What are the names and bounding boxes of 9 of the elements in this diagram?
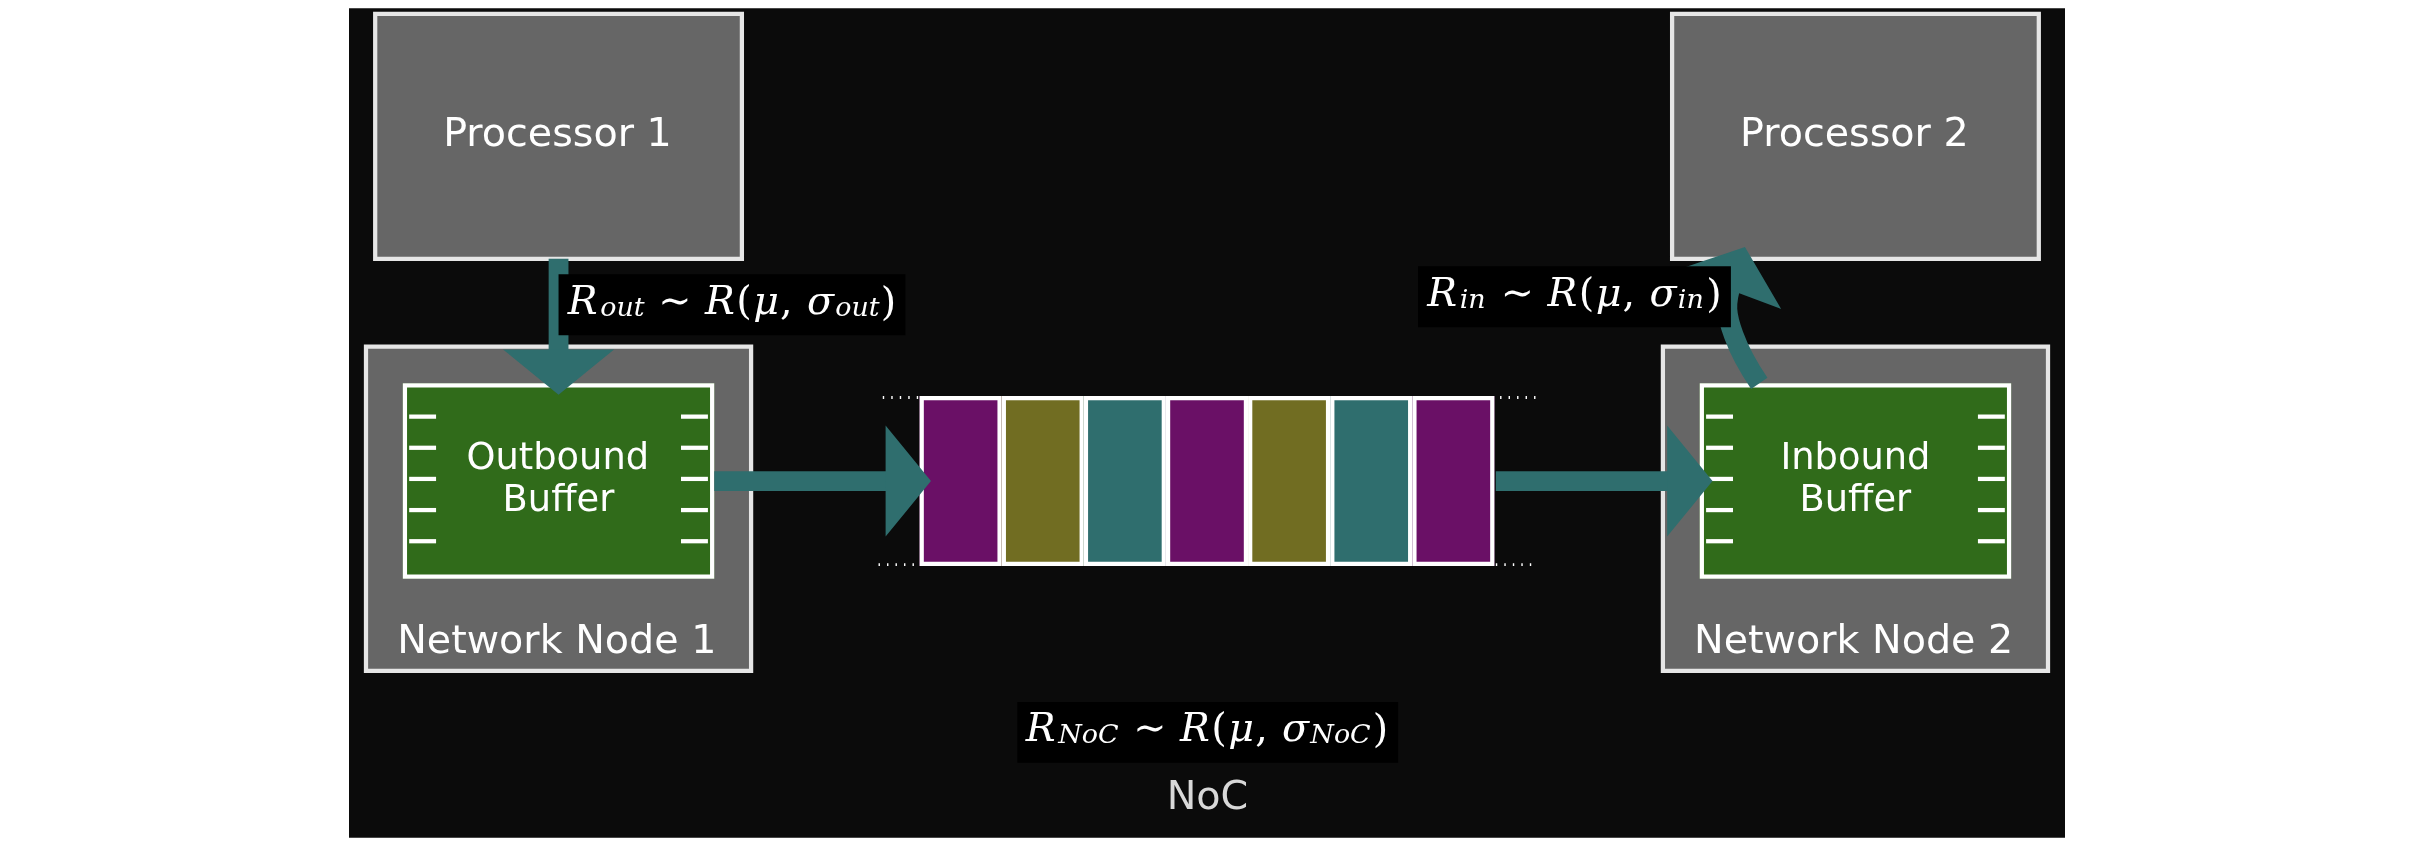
node-label: NoC xyxy=(1166,771,1249,818)
edge-label: Rin ∼ R(μ, σin) xyxy=(1427,268,1722,317)
node-box: Processor 2 xyxy=(1669,11,2041,261)
arrow xyxy=(502,258,615,395)
node-label: RNoC ∼ R(μ, σNoC) xyxy=(1025,703,1389,752)
edge-label: Rout ∼ R(μ, σout) xyxy=(567,276,897,325)
arrow xyxy=(1495,425,1713,537)
arrow xyxy=(714,425,931,537)
node-box: Processor 1 xyxy=(373,11,745,261)
